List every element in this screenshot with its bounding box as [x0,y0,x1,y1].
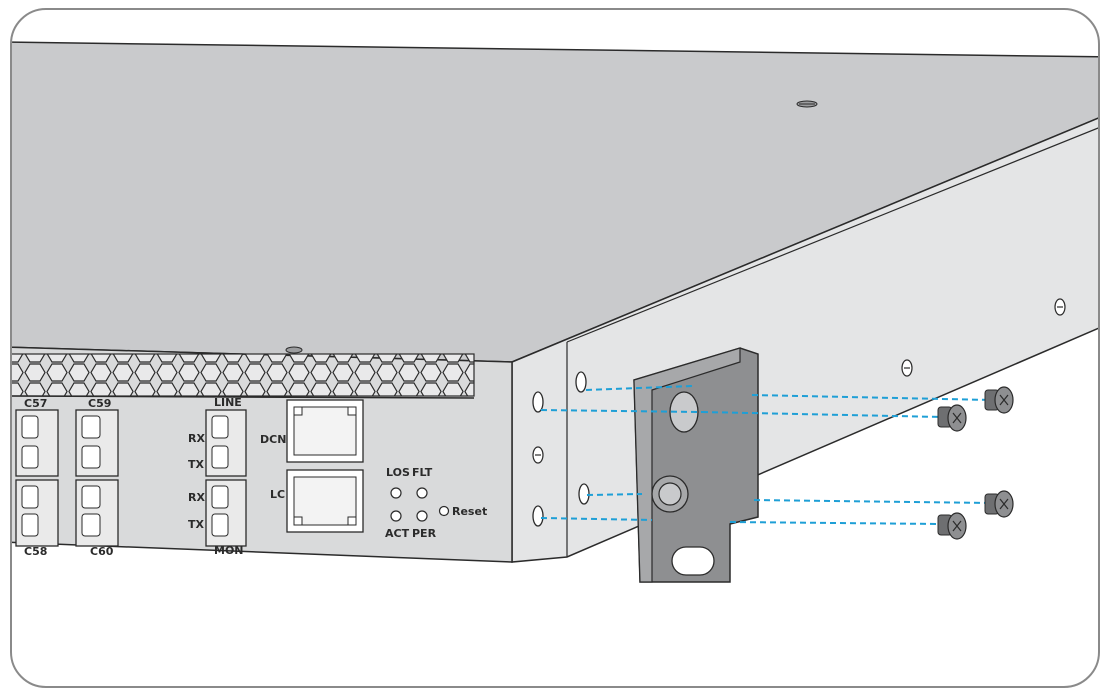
vent-lower-edge [12,395,475,399]
rack-mount-diagram: C57 C58 C59 C60 LINE MON RX TX RX TX DCN… [12,41,1098,583]
label-los: LOS [386,466,410,479]
port-group-line-mon [205,409,247,547]
rj45-port-dcn [286,399,364,463]
label-tx-line: TX [188,458,205,471]
screw-icon [937,512,967,540]
label-lc: LC [270,488,285,501]
screw-icon [984,490,1014,518]
figure-frame: C57 C58 C59 C60 LINE MON RX TX RX TX DCN… [10,8,1100,688]
side-screw-icon [532,298,1066,464]
label-rx-line: RX [188,432,205,445]
led-los [390,487,402,499]
screw-icon [984,386,1014,414]
label-c60: C60 [90,545,114,558]
label-flt: FLT [412,466,433,479]
reset-button [438,505,450,517]
label-c59: C59 [88,397,111,410]
rack-bracket [633,347,759,583]
label-tx-mon: TX [188,518,205,531]
label-per: PER [412,527,437,540]
port-group-c57-c58 [15,409,59,547]
label-c58: C58 [24,545,47,558]
screw-icon [937,404,967,432]
led-per [416,510,428,522]
label-reset: Reset [452,505,487,518]
label-c57: C57 [24,397,47,410]
port-group-c59-c60 [75,409,119,547]
label-line: LINE [214,396,242,409]
vent-grille [12,353,475,397]
label-rx-mon: RX [188,491,205,504]
chassis-side-edge [566,127,1098,343]
label-mon: MON [214,544,244,557]
rj45-port-lc [286,469,364,533]
label-act: ACT [385,527,410,540]
led-flt [416,487,428,499]
top-screw-icon [796,100,818,108]
front-top-screw-icon [285,346,303,354]
led-act [390,510,402,522]
label-dcn: DCN [260,433,286,446]
alignment-guides [540,385,993,525]
